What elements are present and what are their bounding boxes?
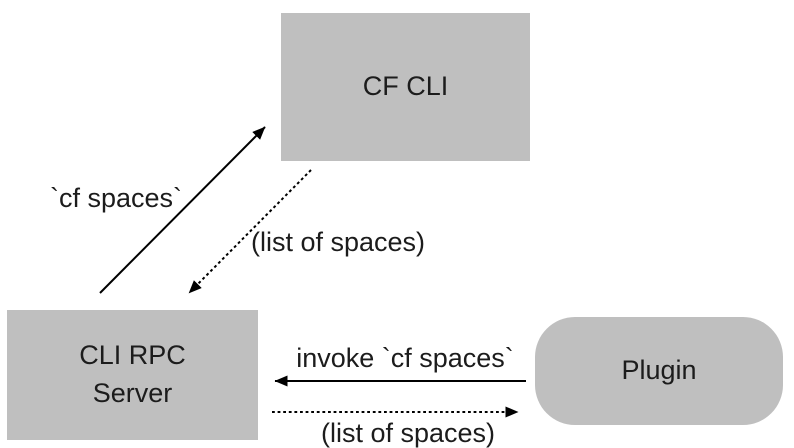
edge-label-list-of-spaces-top: (list of spaces) — [251, 227, 426, 257]
node-plugin: Plugin — [535, 317, 783, 425]
edge-label-list-of-spaces-bottom: (list of spaces) — [320, 418, 496, 448]
edge-label-invoke-cf-spaces: invoke `cf spaces` — [296, 343, 514, 373]
edge-label-cf-spaces: `cf spaces` — [50, 183, 183, 213]
node-cf-cli: CF CLI — [281, 13, 530, 161]
node-cli-rpc-server: CLI RPC Server — [7, 310, 258, 440]
